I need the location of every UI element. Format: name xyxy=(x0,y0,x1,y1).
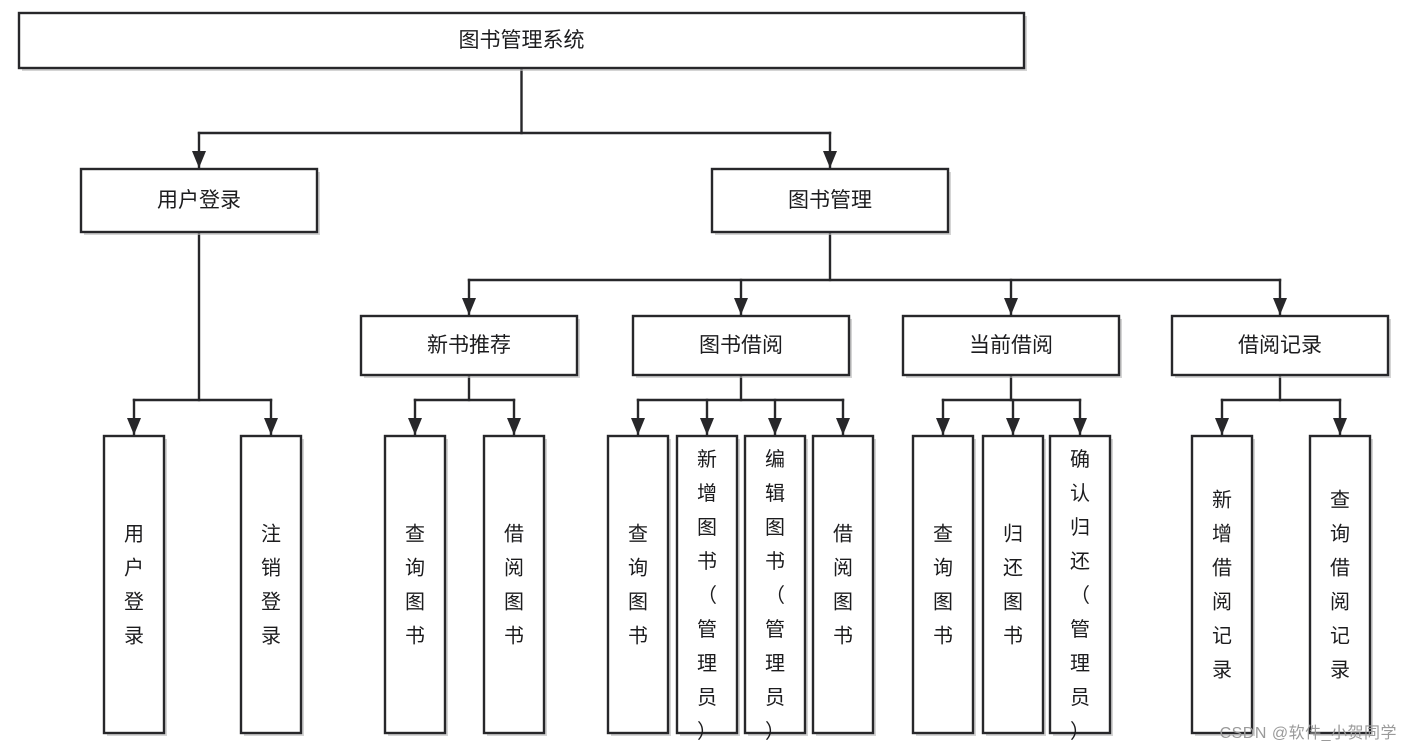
edge-arrowhead xyxy=(192,151,206,168)
node-label: 查询图书 xyxy=(933,523,953,648)
node-label: 借阅图书 xyxy=(504,523,524,648)
edge-arrowhead xyxy=(734,298,748,315)
node-leaf-query-borrow-record[interactable]: 查询借阅记录 xyxy=(1308,434,1373,736)
edge-group-borrow-record xyxy=(1215,373,1347,437)
node-label: 新增借阅记录 xyxy=(1212,489,1232,682)
node-label: 归还图书 xyxy=(1003,523,1023,648)
edge-arrowhead xyxy=(1073,418,1087,435)
node-label: 借阅记录 xyxy=(1238,334,1322,357)
edge-group-current-borrow xyxy=(936,373,1087,437)
node-leaf-query-book-rec[interactable]: 查询图书 xyxy=(383,434,448,736)
edge-arrowhead xyxy=(936,418,950,435)
edge-arrowhead xyxy=(127,418,141,435)
node-label: 注销登录 xyxy=(261,523,281,648)
node-label: 图书管理系统 xyxy=(459,29,585,52)
node-current-borrow[interactable]: 当前借阅 xyxy=(901,314,1122,378)
node-label: 图书借阅 xyxy=(699,334,783,357)
edge-arrowhead xyxy=(1215,418,1229,435)
node-label: 当前借阅 xyxy=(969,334,1053,357)
nodes-layer: 图书管理系统用户登录图书管理新书推荐图书借阅当前借阅借阅记录用户登录注销登录查询… xyxy=(17,11,1391,743)
edge-arrowhead xyxy=(1333,418,1347,435)
edges-layer xyxy=(127,66,1347,437)
node-new-book-recommend[interactable]: 新书推荐 xyxy=(359,314,580,378)
edge-arrowhead xyxy=(823,151,837,168)
node-leaf-add-book[interactable]: 新增图书（管理员） xyxy=(675,434,740,743)
edge-arrowhead xyxy=(408,418,422,435)
node-leaf-add-borrow-record[interactable]: 新增借阅记录 xyxy=(1190,434,1255,736)
csdn-watermark: CSDN @软件_小贺同学 xyxy=(1219,725,1397,742)
edge-arrowhead xyxy=(1004,298,1018,315)
edge-arrowhead xyxy=(264,418,278,435)
node-user-login[interactable]: 用户登录 xyxy=(79,167,320,235)
edge-group-root xyxy=(192,66,837,170)
node-label: 新书推荐 xyxy=(427,334,511,357)
node-borrow-record[interactable]: 借阅记录 xyxy=(1170,314,1391,378)
node-leaf-logout[interactable]: 注销登录 xyxy=(239,434,304,736)
edge-arrowhead xyxy=(507,418,521,435)
node-label: 用户登录 xyxy=(157,189,241,212)
edge-arrowhead xyxy=(462,298,476,315)
node-leaf-return-book[interactable]: 归还图书 xyxy=(981,434,1046,736)
node-label: 确认归还（管理员） xyxy=(1070,448,1090,743)
edge-arrowhead xyxy=(1273,298,1287,315)
node-label: 新增图书（管理员） xyxy=(697,448,717,743)
edge-group-book-manage xyxy=(462,230,1287,317)
edge-arrowhead xyxy=(768,418,782,435)
node-leaf-query-book-current[interactable]: 查询图书 xyxy=(911,434,976,736)
edge-arrowhead xyxy=(1006,418,1020,435)
node-label: 用户登录 xyxy=(124,524,144,648)
node-book-manage[interactable]: 图书管理 xyxy=(710,167,951,235)
edge-group-user-login xyxy=(127,230,278,437)
node-label: 查询图书 xyxy=(405,523,425,648)
node-label: 编辑图书（管理员） xyxy=(765,448,785,743)
node-leaf-borrow-book-rec[interactable]: 借阅图书 xyxy=(482,434,547,736)
node-book-borrow[interactable]: 图书借阅 xyxy=(631,314,852,378)
node-label: 图书管理 xyxy=(788,189,872,212)
node-label: 查询借阅记录 xyxy=(1330,489,1350,682)
node-label: 查询图书 xyxy=(628,523,648,648)
edge-arrowhead xyxy=(836,418,850,435)
node-leaf-edit-book[interactable]: 编辑图书（管理员） xyxy=(743,434,808,743)
node-leaf-user-login[interactable]: 用户登录 xyxy=(102,434,167,736)
node-leaf-query-book-borrow[interactable]: 查询图书 xyxy=(606,434,671,736)
edge-arrowhead xyxy=(631,418,645,435)
node-leaf-borrow-book[interactable]: 借阅图书 xyxy=(811,434,876,736)
node-label: 借阅图书 xyxy=(833,523,853,648)
edge-group-book-borrow xyxy=(631,373,850,437)
edge-arrowhead xyxy=(700,418,714,435)
node-root[interactable]: 图书管理系统 xyxy=(17,11,1027,71)
edge-group-new-book-recommend xyxy=(408,373,521,437)
node-leaf-confirm-return[interactable]: 确认归还（管理员） xyxy=(1048,434,1113,743)
